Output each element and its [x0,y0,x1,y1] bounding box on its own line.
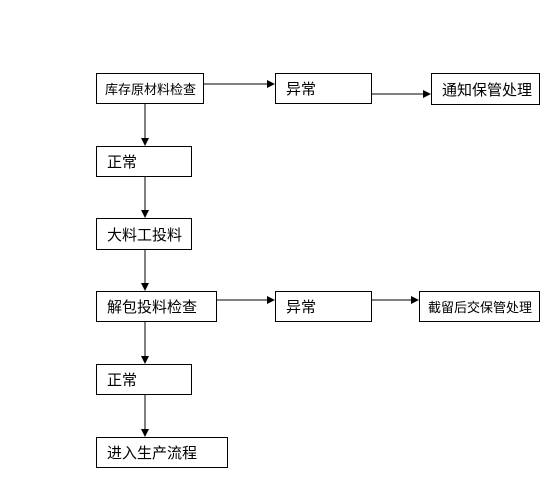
node-enter-production: 进入生产流程 [96,437,228,468]
node-label: 解包投料检查 [107,298,198,316]
node-abnormal-2: 异常 [275,291,372,322]
node-label: 异常 [286,80,317,98]
node-bulk-feed: 大料工投料 [96,218,192,250]
node-notify-keeper: 通知保管处理 [431,73,540,105]
node-normal-1: 正常 [96,146,192,177]
node-intercept: 截留后交保管处理 [419,291,540,322]
node-label: 正常 [107,153,138,171]
node-normal-2: 正常 [96,364,192,395]
node-unpack-check: 解包投料检查 [96,291,217,322]
node-label: 异常 [286,298,317,316]
node-label: 正常 [107,371,138,389]
node-label: 截留后交保管处理 [428,301,533,316]
node-label: 通知保管处理 [442,80,533,99]
node-label: 库存原材料检查 [105,83,197,98]
node-label: 进入生产流程 [107,444,198,462]
node-abnormal-1: 异常 [275,73,372,104]
node-check-raw: 库存原材料检查 [96,73,204,104]
node-label: 大料工投料 [107,225,183,244]
